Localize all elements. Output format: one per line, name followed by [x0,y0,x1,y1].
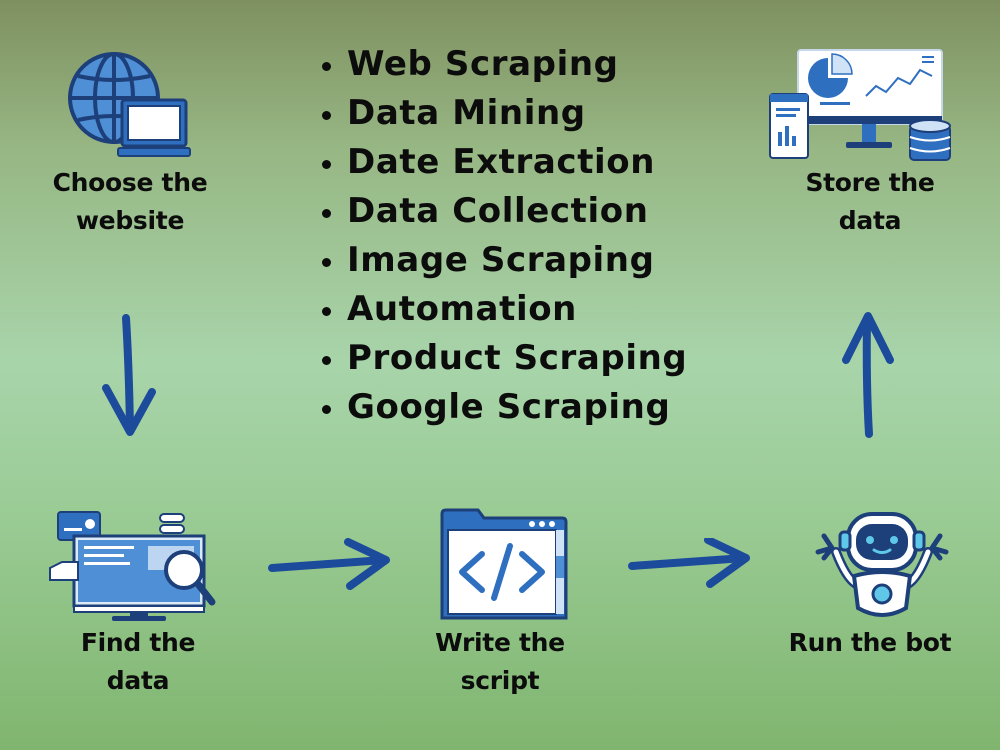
services-list-item: Date Extraction [318,138,687,187]
step-label-store: Store the data [805,168,935,235]
step-label-write: Write the script [435,628,565,695]
arrow-down-icon [102,314,156,436]
step-label-choose: Choose the website [52,168,208,235]
robot-icon [815,512,949,617]
dashboard-database-icon [769,49,951,161]
services-list-item: Product Scraping [318,334,687,383]
monitor-magnifier-icon [49,511,216,621]
arrow-right-icon [268,538,390,590]
services-list: Web Scraping Data Mining Date Extraction… [318,40,687,432]
step-label-run: Run the bot [788,628,952,657]
code-window-icon [440,508,568,620]
services-list-item: Image Scraping [318,236,687,285]
arrow-up-icon [842,312,894,438]
globe-computer-icon [68,52,191,157]
arrow-right-icon [628,538,750,588]
services-list-item: Web Scraping [318,40,687,89]
services-list-item: Data Mining [318,89,687,138]
step-label-find: Find the data [80,628,196,695]
services-list-item: Google Scraping [318,383,687,432]
services-list-item: Automation [318,285,687,334]
services-list-item: Data Collection [318,187,687,236]
